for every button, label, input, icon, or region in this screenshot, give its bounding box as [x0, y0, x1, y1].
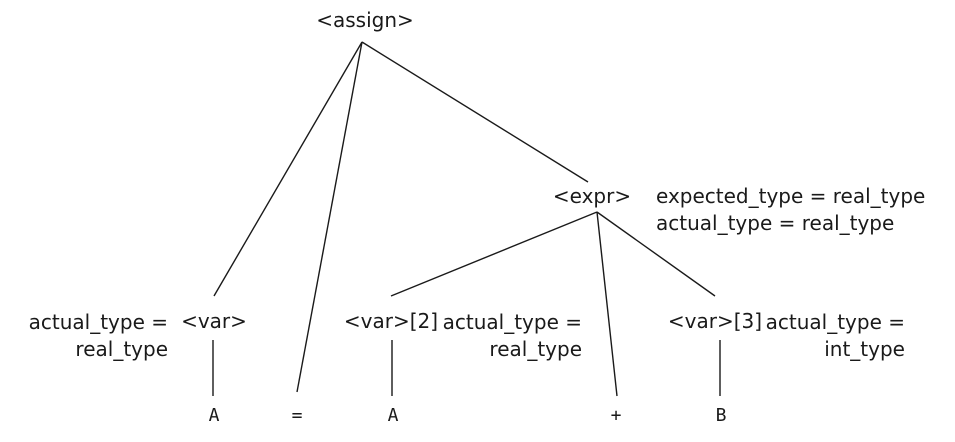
attr-var2-actual-type-label: actual_type =: [443, 310, 582, 334]
edge-expr-var3: [596, 211, 716, 297]
node-var2: <var>[2]: [344, 309, 438, 333]
attr-var-actual-type-label: actual_type =: [29, 310, 168, 334]
leaf-a-1: A: [209, 405, 220, 426]
edge-assign-var: [213, 41, 363, 297]
attr-expr-actual-type: actual_type = real_type: [656, 211, 894, 235]
attr-var-actual-type-value: real_type: [75, 337, 168, 361]
node-var: <var>: [181, 309, 247, 333]
attr-var2-actual-type-value: real_type: [489, 337, 582, 361]
attr-var3-actual-type-value: int_type: [824, 337, 905, 361]
leaf-plus: +: [611, 405, 622, 426]
edge-expr-var2: [390, 211, 598, 297]
leaf-a-2: A: [388, 405, 399, 426]
attr-expr-expected-type: expected_type = real_type: [656, 184, 925, 208]
leaf-b: B: [716, 405, 727, 426]
attr-var3-actual-type-label: actual_type =: [766, 310, 905, 334]
node-var3: <var>[3]: [668, 309, 762, 333]
edge-assign-eq: [296, 41, 363, 393]
node-expr: <expr>: [553, 184, 631, 208]
node-assign: <assign>: [316, 8, 414, 32]
edge-expr-plus: [596, 211, 618, 397]
leaf-equals: =: [292, 405, 303, 426]
edge-assign-expr: [361, 41, 589, 183]
